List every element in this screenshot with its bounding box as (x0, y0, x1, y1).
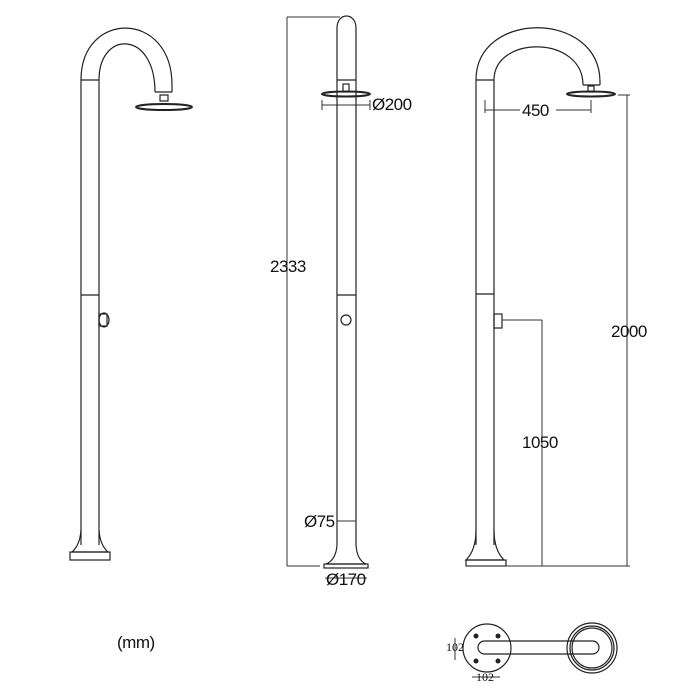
side-view (69, 27, 193, 561)
units-label: (mm) (117, 633, 155, 652)
dimensioned-side-view (464, 27, 630, 567)
base-diameter-label: Ø170 (326, 570, 366, 589)
valve-height-label: 1050 (522, 433, 558, 452)
top-view (454, 622, 618, 678)
head-diameter-label: Ø200 (372, 95, 412, 114)
head-height-label: 2000 (611, 322, 647, 341)
total-height-label: 2333 (270, 257, 306, 276)
front-view (286, 15, 371, 579)
pipe-diameter-label: Ø75 (304, 512, 335, 531)
base-plate-width-label: 102 (476, 670, 494, 684)
arm-reach-label: 450 (522, 101, 549, 120)
base-plate-depth-label: 102 (446, 640, 464, 654)
